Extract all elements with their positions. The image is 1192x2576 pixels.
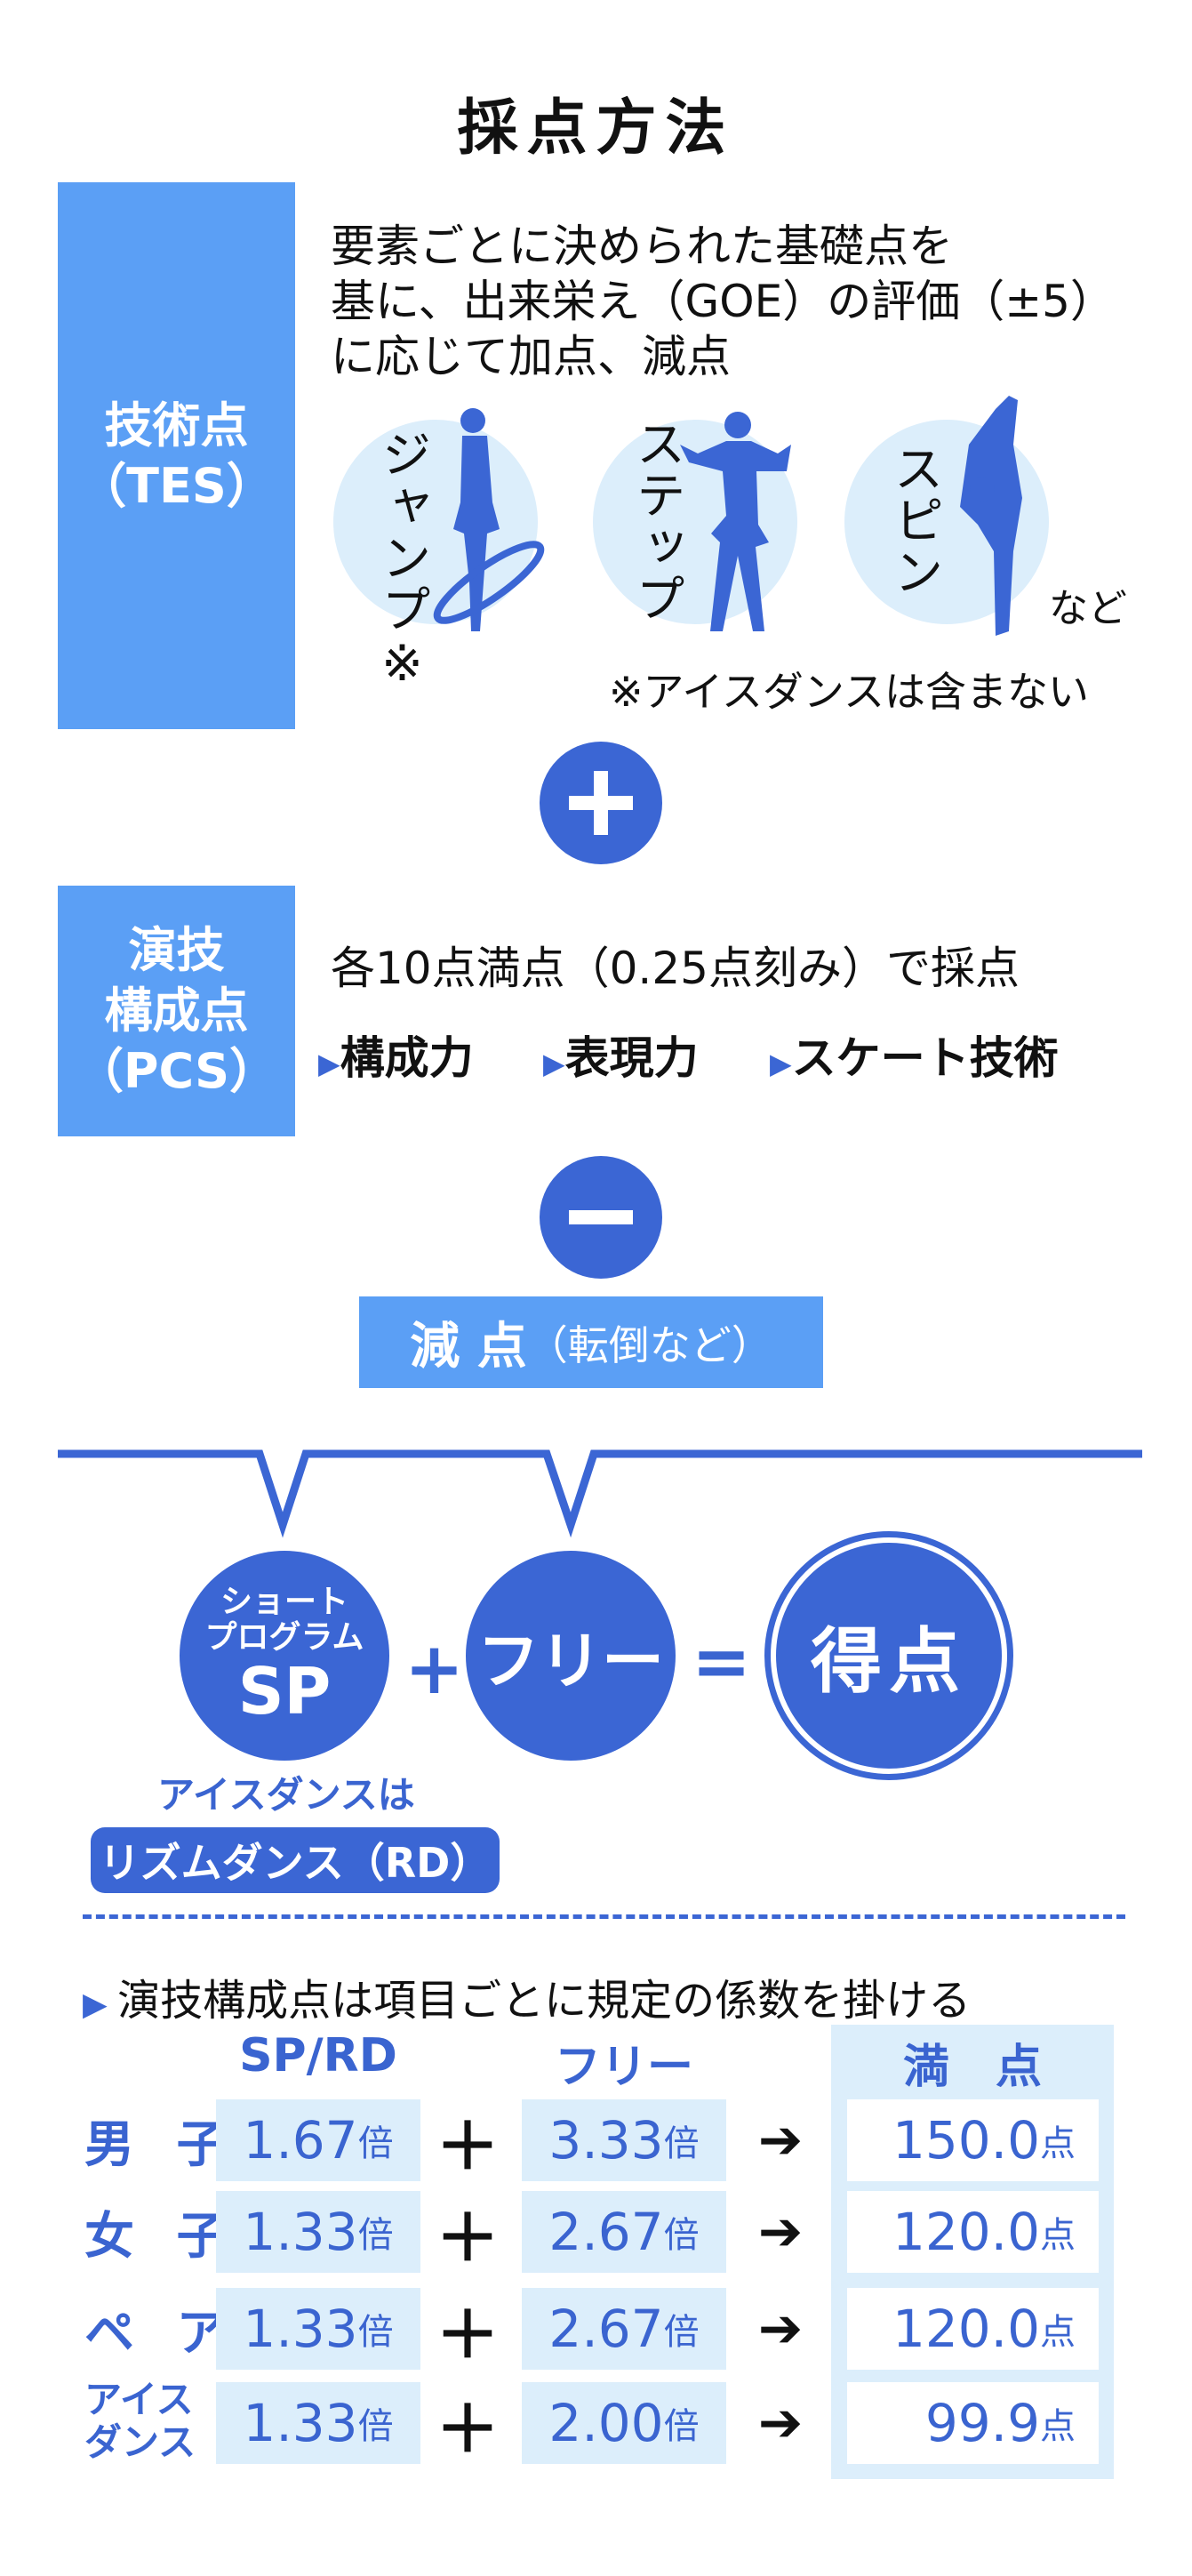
triangle-icon: ▶ [770,1047,792,1080]
ice-dance-footnote: ※アイスダンスは含まない [609,668,1089,716]
tes-label-box: 技術点 （TES） [58,182,295,729]
jumping-skater-icon [433,408,545,631]
plus-operator: ＋ [436,2200,500,2275]
tes-desc-line: 基に、出来栄え（GOE）の評価（±5） [331,276,1115,327]
step-skater-icon [680,412,791,631]
coefficient-heading: ▶ 演技構成点は項目ごとに規定の係数を掛ける [83,1976,972,2026]
arrow-right-icon: ➔ [757,2201,804,2263]
page-title: 採点方法 [457,93,735,164]
arrow-right-icon: ➔ [757,2392,804,2454]
bracket-line [58,1449,1142,1538]
plus-icon [540,742,662,864]
plus-operator: ＋ [436,2297,500,2372]
row-category: 男 子 [84,2115,239,2174]
total-score-ring: 得点 [764,1531,1013,1780]
triangle-icon: ▶ [83,1986,118,2023]
spinning-skater-icon [960,396,1022,636]
pcs-item-composition: ▶構成力 [318,1032,474,1084]
plus-operator: ＋ [436,2108,500,2184]
jump-label: ジャンプ※ [373,429,431,694]
tes-desc-line: 要素ごとに決められた基礎点を [331,221,953,272]
tes-abbr: （TES） [78,457,275,514]
pcs-item-presentation: ▶表現力 [543,1032,699,1084]
etc-label: など [1049,586,1127,631]
rhythm-dance-pill: リズムダンス（RD） [91,1827,500,1893]
deduction-box: 減 点 （転倒など） [359,1296,823,1388]
short-program-circle: ショート プログラム SP [180,1551,389,1761]
arrow-right-icon: ➔ [757,2298,804,2360]
triangle-icon: ▶ [318,1047,340,1080]
total-score-circle: 得点 [776,1543,1002,1769]
deduction-label: 減 点 [410,1318,527,1376]
col-header-free: フリー [554,2041,693,2094]
pcs-label: 演技 [128,922,225,978]
col-header-max: 満 点 [902,2041,1042,2094]
pcs-item-skating-skills: ▶スケート技術 [770,1032,1059,1084]
pcs-label-box: 演技 構成点 （PCS） [58,886,295,1136]
tes-desc-line: に応じて加点、減点 [331,331,731,382]
minus-icon [540,1156,662,1279]
plus-sign: + [404,1627,465,1710]
row-category: 女 子 [84,2207,239,2266]
plus-operator: ＋ [436,2391,500,2467]
pcs-label: 構成点 [104,983,249,1039]
deduction-note: （転倒など） [526,1320,772,1369]
arrow-right-icon: ➔ [757,2109,804,2171]
triangle-icon: ▶ [543,1047,565,1080]
row-category: ペ ア [84,2304,239,2363]
pcs-description: 各10点満点（0.25点刻み）で採点 [331,943,1020,994]
equals-sign: = [692,1620,752,1703]
pcs-abbr: （PCS） [75,1043,278,1099]
tes-description: 要素ごとに決められた基礎点を 基に、出来栄え（GOE）の評価（±5） に応じて加… [331,219,1115,384]
col-header-sp-rd: SP/RD [239,2029,397,2082]
spin-label: スピン [885,443,943,598]
free-skating-circle: フリー [466,1551,676,1761]
tes-label: 技術点 [104,397,249,453]
dashed-divider [83,1914,1125,1919]
step-label: ステップ [628,418,685,624]
ice-dance-note: アイスダンスは [157,1773,415,1817]
row-category: アイスダンス [84,2378,196,2464]
